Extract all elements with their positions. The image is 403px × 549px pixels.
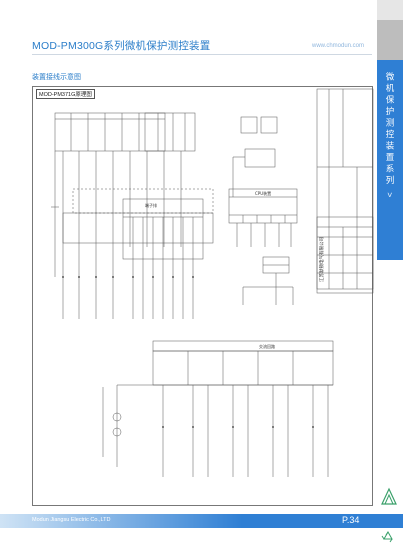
terminal-header: 端子排 (145, 202, 157, 208)
side-tab-label: 微机保护测控装置系列 > (385, 72, 395, 201)
cpu-box-title: CPU装置 (255, 190, 271, 196)
side-tab-gray (377, 20, 403, 60)
logo-icon (381, 487, 397, 505)
side-tab-category[interactable]: 微机保护测控装置系列 > (377, 60, 403, 260)
header-divider (32, 54, 372, 55)
section-title: 装置接线示意图 (32, 74, 81, 81)
footer-company: Modun Jiangsu Electric Co.,LTD (32, 517, 111, 523)
wiring-schematic: 交流回路 CPU装置 端子排 江苏默顿电气有限公司 (51, 88, 374, 477)
page-title: MOD-PM300G系列微机保护测控装置 (32, 40, 211, 52)
side-tab-top (377, 0, 403, 20)
recycle-icon (381, 530, 393, 543)
wiring-diagram: 交流回路 CPU装置 端子排 江苏默顿电气有限公司 MOD-PM371G原理图 (32, 86, 374, 506)
diagram-label: MOD-PM371G原理图 (36, 89, 95, 99)
title-block-company: 江苏默顿电气有限公司 (318, 237, 325, 282)
footer-bar (0, 514, 403, 528)
page-number: P.34 (342, 515, 360, 525)
ac-box-title: 交流回路 (259, 343, 275, 349)
website-link[interactable]: www.chmodun.com (312, 43, 365, 49)
